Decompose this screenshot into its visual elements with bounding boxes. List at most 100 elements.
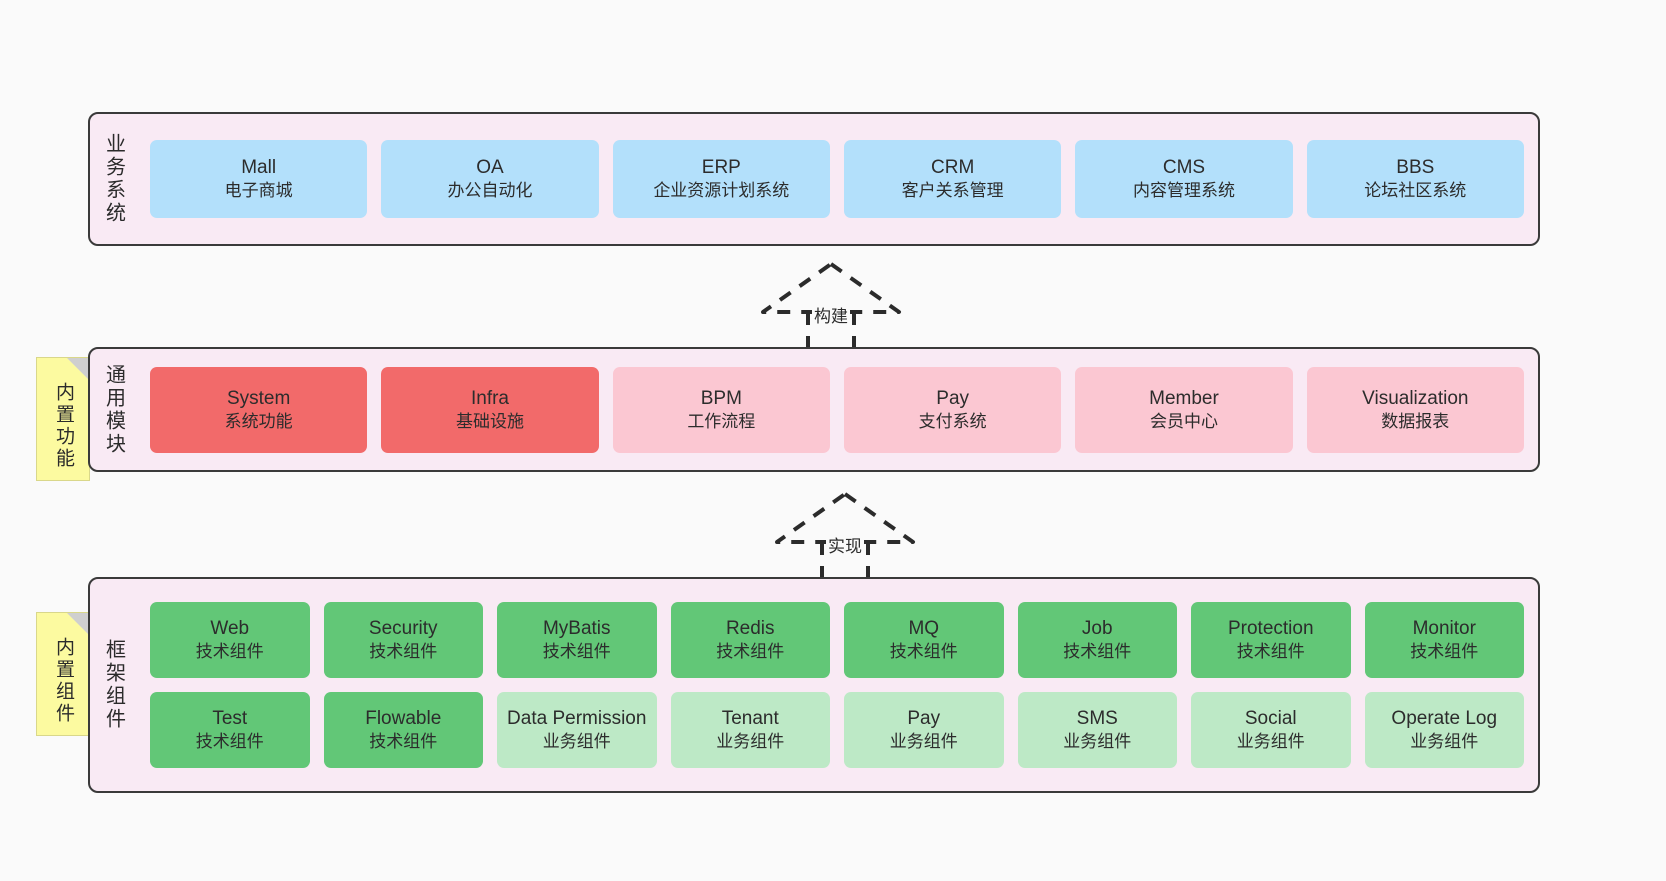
node-name: Member <box>1149 387 1219 409</box>
node-sub: 电子商城 <box>224 181 293 201</box>
node-sub: 企业资源计划系统 <box>653 181 790 201</box>
node-cms[interactable]: CMS 内容管理系统 <box>1075 140 1293 218</box>
node-social[interactable]: Social 业务组件 <box>1191 692 1351 768</box>
sticky-builtin-function: 内置功能 <box>36 357 90 481</box>
sticky-label: 内置组件 <box>52 637 74 725</box>
sticky-builtin-component: 内置组件 <box>36 612 90 736</box>
node-visualization[interactable]: Visualization 数据报表 <box>1306 366 1524 453</box>
node-flowable[interactable]: Flowable 技术组件 <box>323 692 483 768</box>
fold-corner-icon <box>67 358 89 380</box>
node-mq[interactable]: MQ 技术组件 <box>844 602 1004 678</box>
node-sub: 业务组件 <box>1236 732 1305 752</box>
node-name: MQ <box>908 618 940 640</box>
node-name: Pay <box>936 387 970 409</box>
node-name: Job <box>1081 618 1113 640</box>
node-name: System <box>226 387 291 409</box>
node-name: Mall <box>241 157 277 179</box>
framework-row-1: Web 技术组件 Security 技术组件 MyBatis 技术组件 Redi… <box>150 602 1524 678</box>
node-name: SMS <box>1076 708 1118 730</box>
node-bpm[interactable]: BPM 工作流程 <box>612 366 830 453</box>
node-test[interactable]: Test 技术组件 <box>150 692 310 768</box>
node-sub: 技术组件 <box>1236 642 1305 662</box>
node-name: Monitor <box>1412 618 1476 640</box>
node-name: Redis <box>725 618 775 640</box>
node-bbs[interactable]: BBS 论坛社区系统 <box>1306 140 1524 218</box>
node-sub: 技术组件 <box>889 642 958 662</box>
node-tenant[interactable]: Tenant 业务组件 <box>670 692 830 768</box>
node-name: Protection <box>1227 618 1314 640</box>
connector-implement: 实现 <box>770 488 920 578</box>
connector-build-label: 构建 <box>812 302 850 327</box>
node-protection[interactable]: Protection 技术组件 <box>1191 602 1351 678</box>
node-name: Visualization <box>1362 387 1469 409</box>
layer-body-business: Mall 电子商城 OA 办公自动化 ERP 企业资源计划系统 CRM 客户关系… <box>136 114 1538 244</box>
node-sub: 基础设施 <box>455 411 524 431</box>
sticky-label: 内置功能 <box>52 382 74 470</box>
node-name: ERP <box>701 157 741 179</box>
layer-title-business: 业务系统 <box>102 133 125 225</box>
node-name: MyBatis <box>542 618 611 640</box>
layer-framework-component: 框架组件 Web 技术组件 Security 技术组件 MyBatis 技术组件… <box>88 577 1540 793</box>
layer-common-module: 通用模块 System 系统功能 Infra 基础设施 BPM 工作流程 Pay… <box>88 347 1540 472</box>
node-sub: 技术组件 <box>716 642 785 662</box>
node-name: BPM <box>700 387 742 409</box>
node-sub: 办公自动化 <box>447 181 533 201</box>
node-sub: 技术组件 <box>542 642 611 662</box>
node-pay-module[interactable]: Pay 支付系统 <box>843 366 1062 453</box>
node-web[interactable]: Web 技术组件 <box>150 602 310 678</box>
node-name: Test <box>212 708 248 730</box>
node-name: Web <box>210 618 250 640</box>
node-name: Flowable <box>365 708 442 730</box>
node-sub: 工作流程 <box>687 411 756 431</box>
node-pay-component[interactable]: Pay 业务组件 <box>844 692 1004 768</box>
node-sms[interactable]: SMS 业务组件 <box>1017 692 1177 768</box>
node-sub: 数据报表 <box>1381 411 1450 431</box>
node-sub: 技术组件 <box>1410 642 1479 662</box>
node-crm[interactable]: CRM 客户关系管理 <box>843 140 1062 218</box>
node-erp[interactable]: ERP 企业资源计划系统 <box>612 140 830 218</box>
node-sub: 会员中心 <box>1149 411 1218 431</box>
node-name: OA <box>476 157 504 179</box>
node-sub: 业务组件 <box>889 732 958 752</box>
fold-corner-icon <box>67 613 89 635</box>
node-data-permission[interactable]: Data Permission 业务组件 <box>497 692 657 768</box>
node-system[interactable]: System 系统功能 <box>150 366 368 453</box>
layer-title-framework: 框架组件 <box>102 639 125 731</box>
framework-row-2: Test 技术组件 Flowable 技术组件 Data Permission … <box>150 692 1524 768</box>
node-member[interactable]: Member 会员中心 <box>1075 366 1293 453</box>
node-sub: 技术组件 <box>369 642 438 662</box>
node-name: CRM <box>931 157 975 179</box>
node-infra[interactable]: Infra 基础设施 <box>381 366 599 453</box>
node-name: CMS <box>1162 157 1206 179</box>
node-name: Security <box>368 618 438 640</box>
node-mybatis[interactable]: MyBatis 技术组件 <box>497 602 657 678</box>
connector-implement-label: 实现 <box>826 532 864 557</box>
node-sub: 技术组件 <box>195 642 264 662</box>
node-name: Infra <box>470 387 509 409</box>
node-name: Social <box>1244 708 1297 730</box>
connector-build: 构建 <box>756 258 906 348</box>
node-sub: 客户关系管理 <box>901 181 1004 201</box>
node-sub: 系统功能 <box>224 411 293 431</box>
node-name: Pay <box>907 708 941 730</box>
node-redis[interactable]: Redis 技术组件 <box>670 602 830 678</box>
node-security[interactable]: Security 技术组件 <box>323 602 483 678</box>
node-oa[interactable]: OA 办公自动化 <box>381 140 599 218</box>
node-sub: 技术组件 <box>369 732 438 752</box>
node-name: Operate Log <box>1391 708 1498 730</box>
node-sub: 业务组件 <box>716 732 785 752</box>
layer-business-system: 业务系统 Mall 电子商城 OA 办公自动化 ERP 企业资源计划系统 CRM… <box>88 112 1540 246</box>
node-name: BBS <box>1396 157 1435 179</box>
layer-title-common: 通用模块 <box>102 363 125 456</box>
node-mall[interactable]: Mall 电子商城 <box>150 140 368 218</box>
node-sub: 技术组件 <box>1063 642 1132 662</box>
node-sub: 技术组件 <box>195 732 264 752</box>
node-sub: 业务组件 <box>1063 732 1132 752</box>
node-sub: 业务组件 <box>1410 732 1479 752</box>
node-job[interactable]: Job 技术组件 <box>1017 602 1177 678</box>
layer-body-common: System 系统功能 Infra 基础设施 BPM 工作流程 Pay 支付系统… <box>136 349 1538 470</box>
node-sub: 内容管理系统 <box>1132 181 1235 201</box>
node-operate-log[interactable]: Operate Log 业务组件 <box>1364 692 1524 768</box>
node-monitor[interactable]: Monitor 技术组件 <box>1364 602 1524 678</box>
